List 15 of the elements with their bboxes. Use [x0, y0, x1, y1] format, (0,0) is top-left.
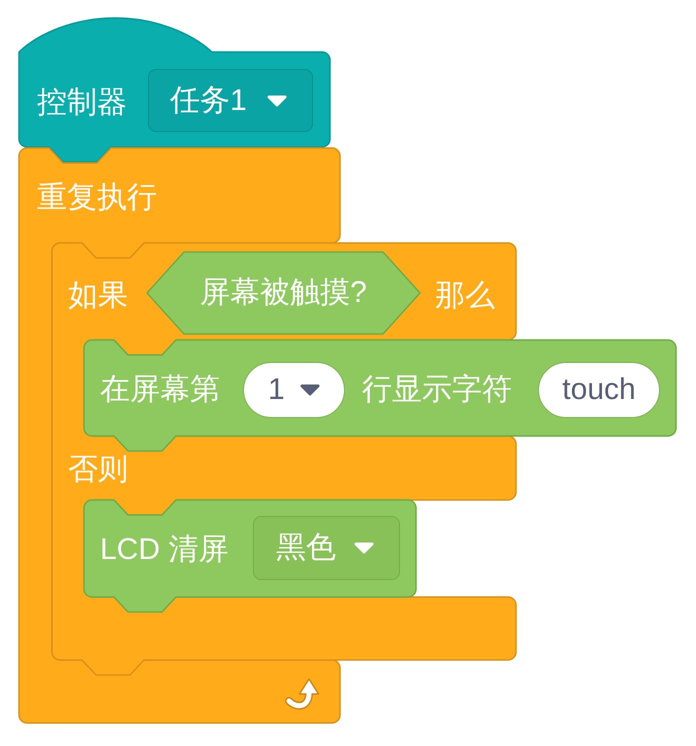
command-block: [84, 340, 676, 451]
block-label: LCD 清屏: [100, 532, 228, 568]
block-label: 屏幕被触摸?: [200, 275, 367, 311]
block-label: 控制器: [37, 85, 127, 121]
block-label: 否则: [68, 452, 128, 488]
condition-block: [147, 252, 420, 334]
block-label: 那么: [435, 278, 495, 314]
block-label: 行显示字符: [362, 372, 512, 408]
dropdown-menu: 任务1: [148, 69, 313, 132]
text-input: touch: [538, 362, 660, 418]
dropdown-menu: 黑色: [253, 516, 400, 580]
block-label: 如果: [68, 278, 128, 314]
command-block: [84, 500, 416, 612]
block-label: 重复执行: [37, 180, 157, 216]
block-label: 在屏幕第: [100, 372, 220, 408]
